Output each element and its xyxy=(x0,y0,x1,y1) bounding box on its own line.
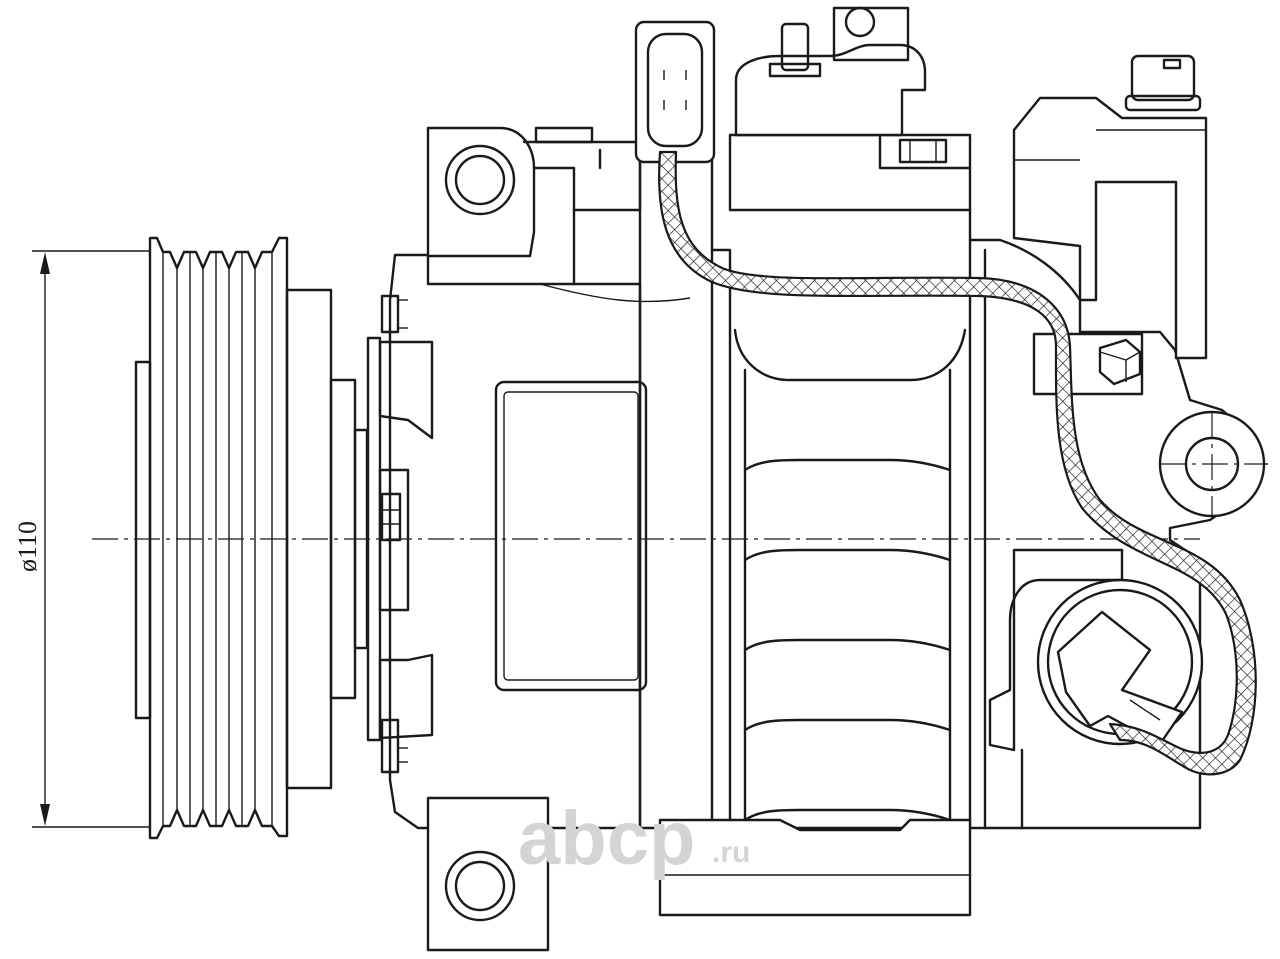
pulley xyxy=(134,236,369,840)
watermark-brand: abcp xyxy=(518,796,695,881)
rear-housing xyxy=(968,238,1268,830)
diameter-label: ø110 xyxy=(13,521,42,572)
pressure-valve xyxy=(1012,54,1208,360)
braided-cable xyxy=(658,150,1257,776)
electrical-connector xyxy=(634,20,716,164)
main-body xyxy=(638,133,972,917)
upper-mount-ear xyxy=(426,126,642,286)
lower-mount-ear xyxy=(426,796,550,952)
control-valve xyxy=(1036,578,1204,746)
watermark: abcp .ru xyxy=(518,796,750,881)
upper-valve xyxy=(734,6,972,170)
diameter-dimension: ø110 xyxy=(13,250,150,828)
front-housing xyxy=(366,253,691,830)
watermark-suffix: .ru xyxy=(712,836,750,869)
